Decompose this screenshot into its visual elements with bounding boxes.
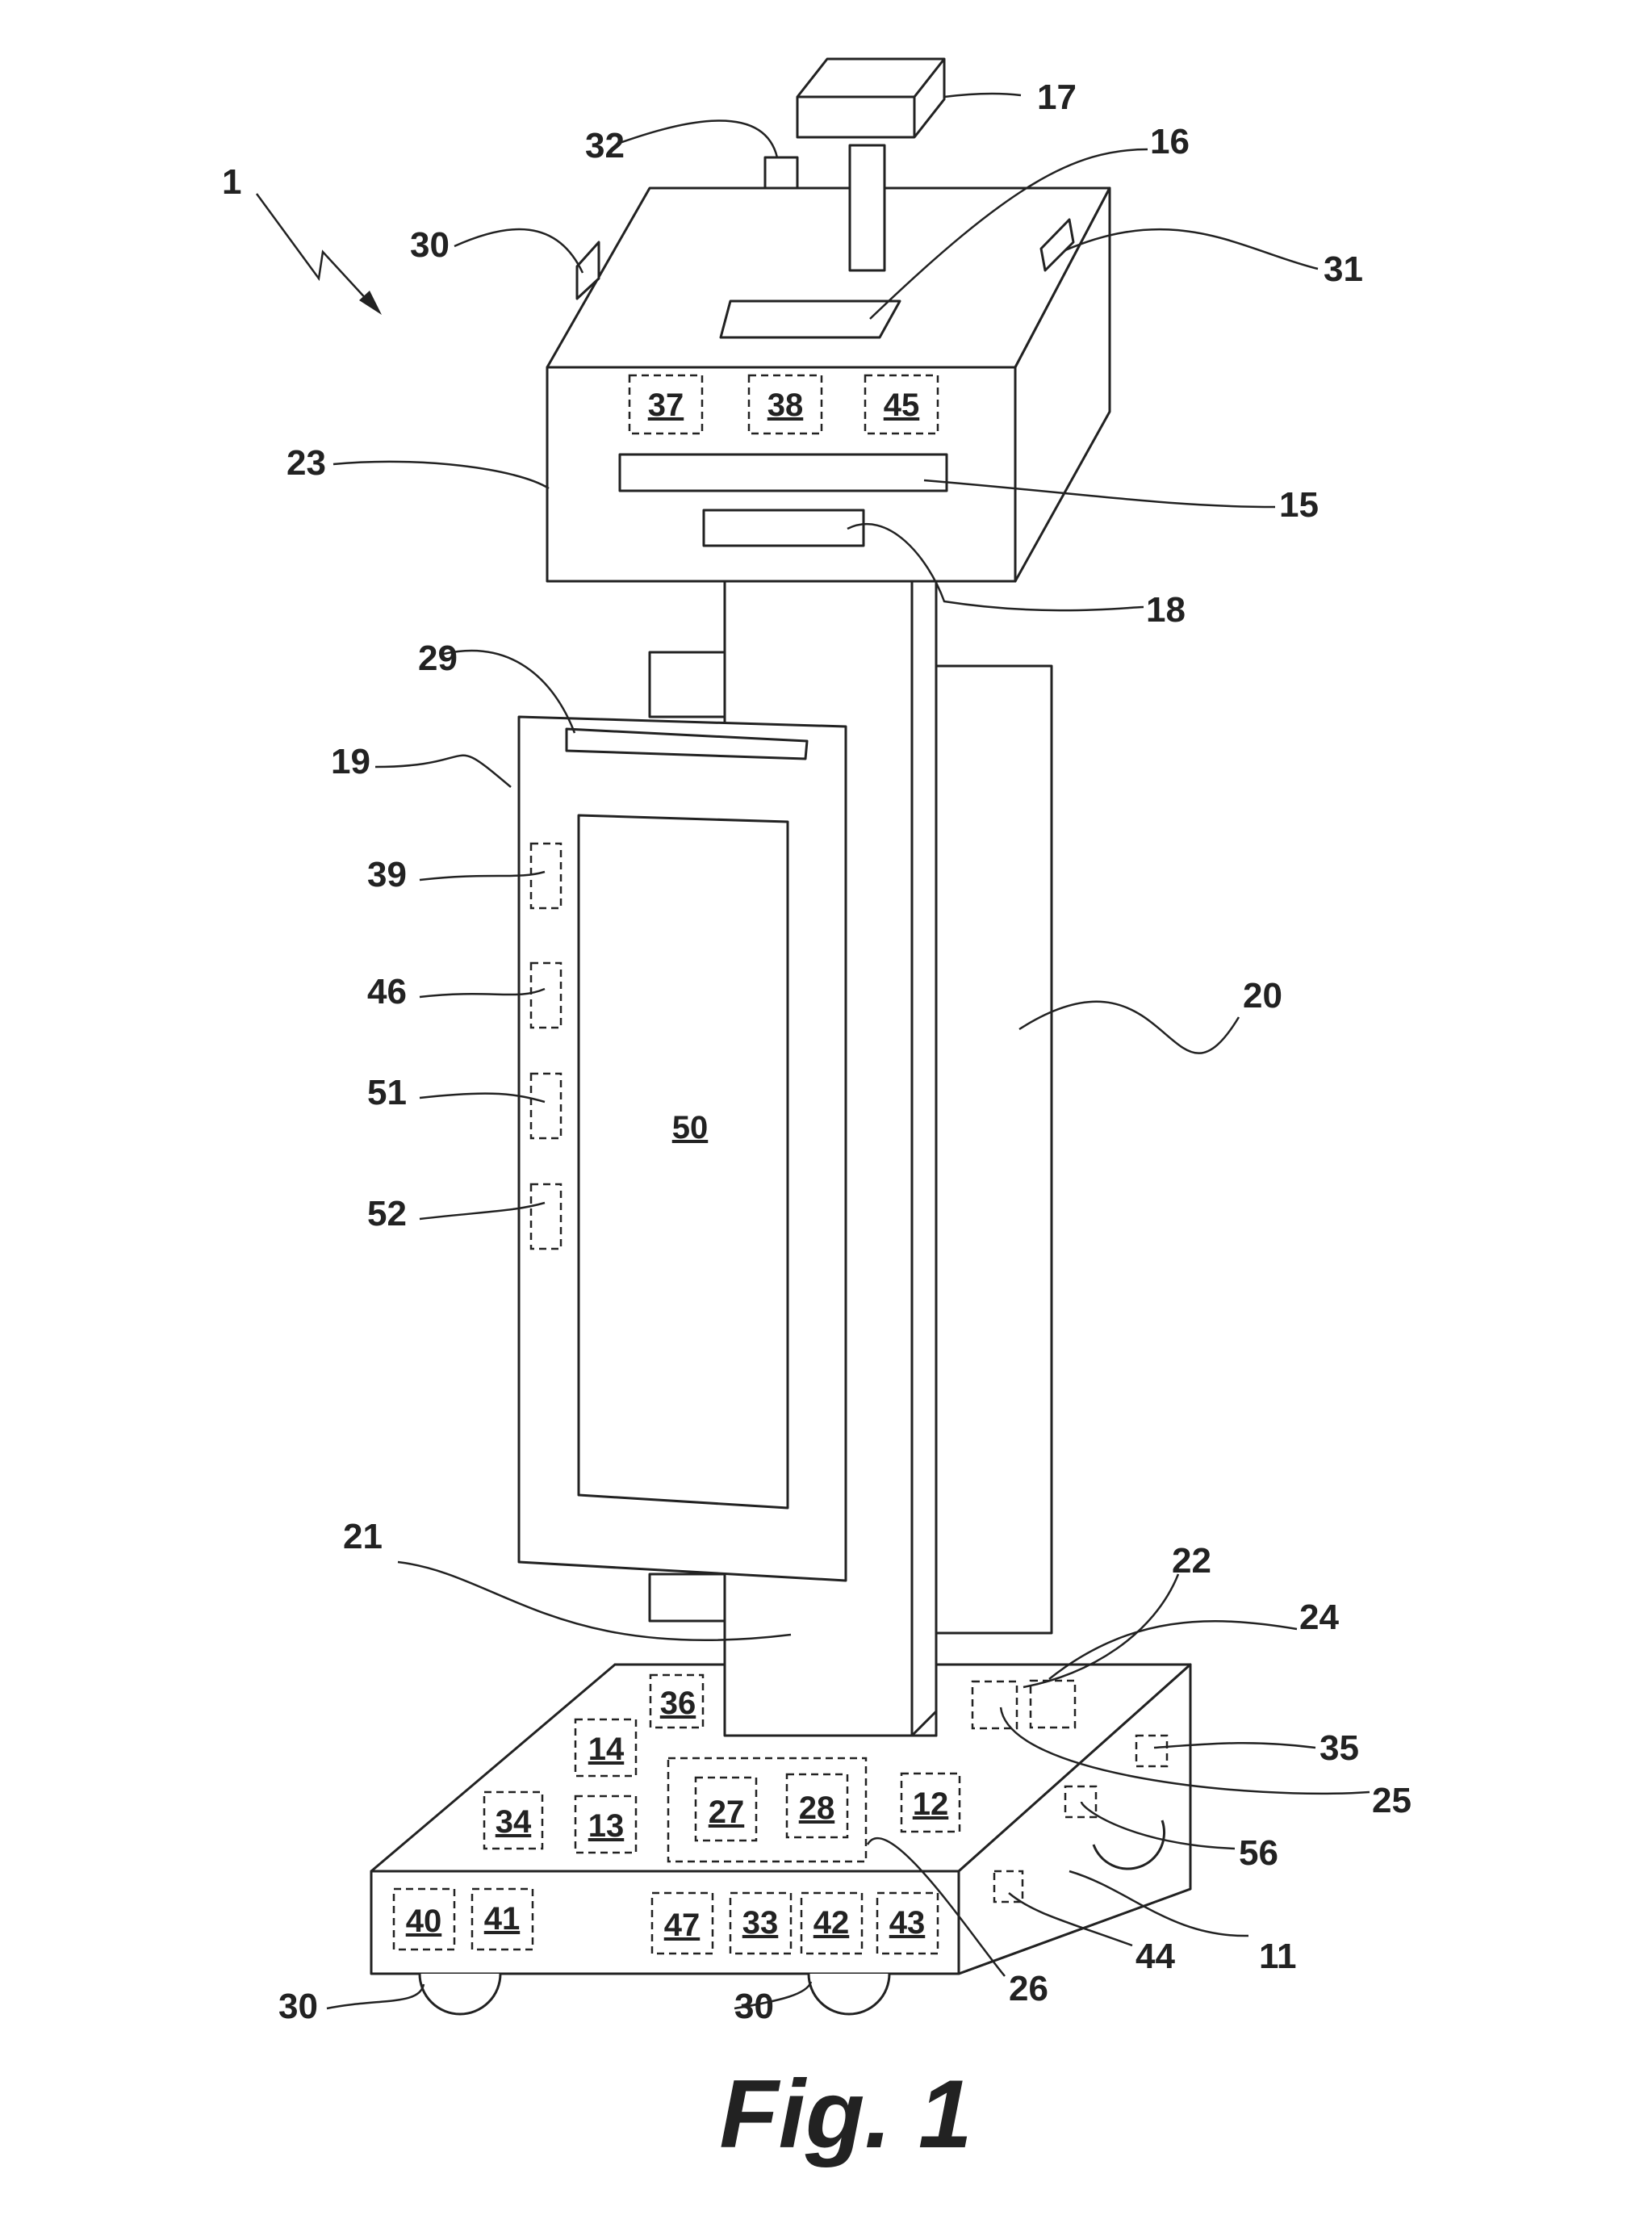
ref-23: 23 [286,443,326,483]
ref-21: 21 [343,1517,383,1556]
ref-24: 24 [1299,1598,1339,1637]
label-13: 13 [588,1808,625,1844]
bracket-top [650,652,725,717]
ref-18: 18 [1146,590,1186,630]
ref-26: 26 [1009,1969,1048,2008]
ref-56: 56 [1239,1833,1278,1873]
label-45: 45 [884,387,920,423]
label-36: 36 [660,1686,696,1721]
ref-46: 46 [367,972,407,1011]
ref-1: 1 [222,162,241,202]
ref-15: 15 [1279,485,1319,525]
ref-29: 29 [418,639,458,678]
ref-52: 52 [367,1194,407,1233]
label-41: 41 [484,1901,521,1937]
label-40: 40 [406,1903,442,1939]
ref-11: 11 [1259,1937,1297,1976]
rear-panel [936,666,1052,1633]
ref-30b: 30 [278,1987,318,2026]
label-47: 47 [664,1908,701,1943]
ref-22: 22 [1172,1541,1211,1581]
ref-35: 35 [1320,1728,1359,1768]
ref-17: 17 [1037,77,1077,117]
ref-19: 19 [331,742,370,781]
ref-51: 51 [367,1073,407,1112]
label-38: 38 [767,387,804,423]
figure-caption: Fig. 1 [719,2060,972,2168]
label-42: 42 [813,1905,850,1941]
label-34: 34 [496,1804,532,1840]
label-27: 27 [709,1795,745,1830]
ref-30: 30 [410,225,450,265]
head-unit [547,59,1110,581]
label-43: 43 [889,1905,926,1941]
ref-30c: 30 [734,1987,774,2026]
label-28: 28 [799,1790,835,1826]
label-33: 33 [742,1905,779,1941]
label-14: 14 [588,1732,625,1767]
ref-39: 39 [367,855,407,894]
ref-16: 16 [1150,122,1190,161]
ref-25: 25 [1372,1781,1412,1820]
ref-31: 31 [1324,249,1363,289]
bracket-bottom [650,1574,725,1621]
label-12: 12 [913,1786,949,1822]
front-panel [519,717,846,1581]
ref-20: 20 [1243,976,1282,1016]
label-37: 37 [648,387,684,423]
label-50: 50 [672,1110,709,1145]
ref-44: 44 [1135,1937,1175,1976]
ref-32: 32 [585,126,625,165]
